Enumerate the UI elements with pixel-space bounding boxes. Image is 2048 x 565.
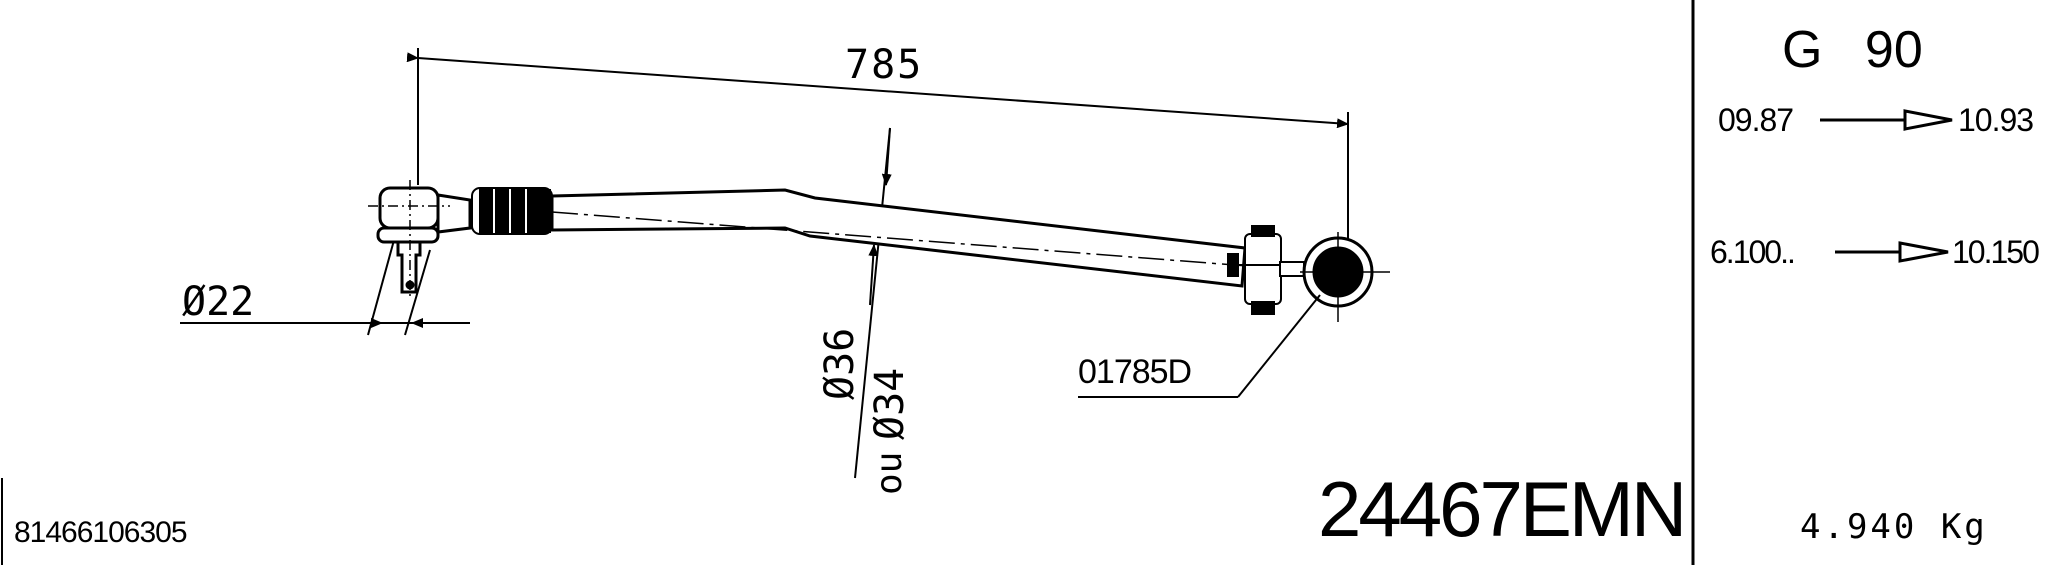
chassis-arrow-icon bbox=[1835, 241, 1949, 263]
reference-number: 81466106305 bbox=[14, 516, 188, 549]
date-to: 10.93 bbox=[1958, 102, 2034, 138]
frame-lines bbox=[1, 0, 1695, 565]
leader-01785d bbox=[1078, 294, 1321, 398]
right-ball-joint bbox=[1300, 232, 1390, 322]
tube-diameter-alt-label: Ø34 bbox=[867, 367, 913, 440]
overall-length-label: 785 bbox=[845, 42, 924, 88]
right-clamp bbox=[1227, 225, 1305, 315]
clamp-sleeve bbox=[471, 187, 553, 235]
dimension-785 bbox=[406, 48, 1349, 255]
tie-rod-tube bbox=[550, 188, 1261, 288]
date-arrow-icon bbox=[1820, 109, 1953, 131]
tube-diameter-alt-prefix: ou bbox=[869, 451, 910, 495]
applicability-arrows bbox=[1820, 109, 1953, 263]
dimension-tube bbox=[854, 127, 892, 479]
left-ball-joint bbox=[368, 180, 472, 300]
chassis-to: 10.150 bbox=[1952, 234, 2040, 270]
date-from: 09.87 bbox=[1718, 102, 1794, 138]
chassis-from: 6.100.. bbox=[1710, 234, 1796, 270]
end-reference-label: 01785D bbox=[1078, 353, 1192, 391]
vehicle-model: G 90 bbox=[1782, 21, 1923, 79]
tube-diameter-label: Ø36 bbox=[817, 327, 863, 400]
part-number: 24467EMN bbox=[1318, 465, 1687, 553]
ball-pin-diameter-label: Ø22 bbox=[182, 279, 255, 325]
weight-label: 4.940 Kg bbox=[1800, 507, 1988, 547]
